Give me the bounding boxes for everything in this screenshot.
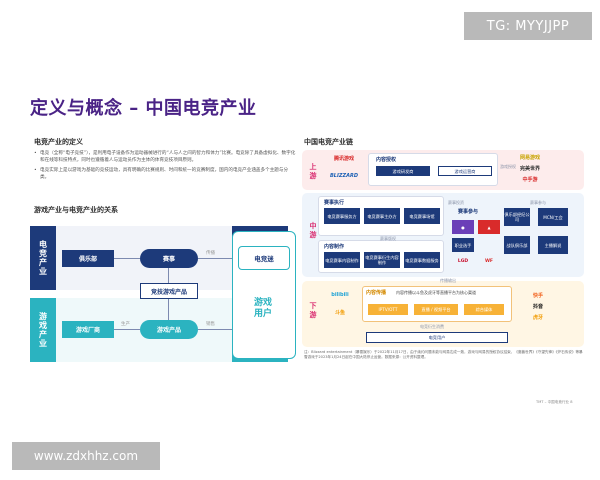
- cmge-logo: 中手游: [522, 176, 538, 183]
- media-chip: 综合媒体: [464, 304, 504, 315]
- content-spread-title: 内容传播: [366, 290, 387, 296]
- watermark-bottom: www.zdxhhz.com: [12, 442, 160, 470]
- event-exec-title: 赛事执行: [324, 200, 345, 206]
- game-product-oval: 游戏产品: [140, 320, 198, 339]
- mcn-chip: MCN/工会: [538, 208, 568, 226]
- esports-band-label: 电竞产业: [38, 240, 48, 276]
- arrow-club-event: [114, 258, 140, 259]
- esports-fans-box: 电竞迷: [238, 246, 290, 270]
- sell-label: 销售: [206, 322, 215, 327]
- arrow-maker-product: [114, 329, 140, 330]
- flow-label-invest: 赛事投资: [448, 200, 464, 205]
- flow-label-output: 传播输出: [440, 278, 456, 283]
- bilibili-logo: bilibili: [331, 292, 349, 298]
- definition-item: 电竞（全称“电子竞技”），是利用电子设备作为运动器械进行的“人与人之间的智力和体…: [34, 150, 296, 164]
- upstream-label: 上游: [309, 163, 317, 180]
- club-chip: 战队俱乐部: [504, 236, 530, 254]
- wf-logo: WF: [484, 258, 494, 264]
- arrow-event-fans: [198, 258, 238, 259]
- produce-label: 生产: [121, 322, 130, 327]
- definition-item: 电竞实际上是以游戏为基础的竞技运动，具有明确的比赛规则、时间和统一的竞赛制度，国…: [34, 167, 296, 181]
- huya-logo: 虎牙: [532, 314, 543, 321]
- live-video-chip: 直播 / 视频平台: [414, 304, 458, 315]
- participants-title: 赛事参与: [458, 209, 479, 215]
- spread-label: 传播: [206, 251, 215, 256]
- content-spread-desc: 内容传播以斗鱼及虎牙等直播平台为核心渠道: [396, 290, 476, 295]
- game-maker-box: 游戏厂商: [62, 321, 114, 338]
- event-oval: 赛事: [140, 249, 198, 268]
- netease-logo: 网易游戏: [519, 154, 540, 161]
- streamer-chip: 主播解说: [538, 236, 568, 254]
- game-ops-chip: 游戏运营商: [438, 166, 492, 176]
- flow-label-auth: 游戏授权: [500, 164, 516, 169]
- relation-heading: 游戏产业与电竞产业的关系: [34, 206, 118, 214]
- downstream-label: 下游: [309, 302, 317, 319]
- blizzard-logo: BLIZZARD: [330, 173, 358, 179]
- team-logo-2: ▲: [478, 220, 500, 234]
- kuaishou-logo: 快手: [532, 292, 543, 299]
- player-chip: 职业选手: [452, 238, 474, 252]
- footnote: 注：Blizzard entertainment（暴雪娱乐）于2022年11月1…: [304, 350, 583, 360]
- douyu-logo: 斗鱼: [334, 309, 345, 316]
- chain-heading: 中国电竞产业链: [304, 138, 353, 146]
- arrow-competitive-product: [168, 299, 169, 320]
- agency-chip: 俱乐部经纪公司: [504, 208, 530, 226]
- event-exec-item-1: 电竞赛事服务方: [324, 208, 360, 224]
- content-prod-title: 内容制作: [324, 244, 345, 250]
- club-box: 俱乐部: [62, 250, 114, 267]
- esports-users-chip: 电竞用户: [366, 332, 508, 343]
- page-number: TMT – 中国电竞行业 8: [536, 400, 573, 404]
- definition-heading: 电竞产业的定义: [34, 138, 83, 146]
- tencent-games-logo: 腾讯游戏: [333, 155, 354, 162]
- page-title: 定义与概念 – 中国电竞产业: [30, 98, 257, 119]
- flow-label-participate: 赛事参与: [530, 200, 546, 205]
- event-exec-item-3: 电竞赛事场馆: [404, 208, 440, 224]
- douyin-logo: 抖音: [532, 303, 543, 310]
- watermark-top: TG: MYYJJPP: [464, 12, 592, 40]
- content-prod-item-1: 电竞赛事内容制作: [324, 252, 360, 268]
- competitive-game-box: 竞技游戏产品: [140, 283, 198, 299]
- content-auth-title: 内容授权: [376, 157, 397, 163]
- users-container: [232, 231, 296, 359]
- arrow-event-competitive: [168, 268, 169, 283]
- perfect-world-logo: 完美世界: [519, 165, 540, 172]
- derived-label: 电竞衍生消费: [420, 324, 444, 329]
- games-band-label: 游戏产业: [38, 312, 48, 348]
- game-users-label: 游戏用户: [253, 298, 272, 319]
- definition-list: 电竞（全称“电子竞技”），是利用电子设备作为运动器械进行的“人与人之间的智力和体…: [34, 150, 296, 184]
- content-prod-item-2: 电竞赛事衍生内容制作: [364, 252, 400, 268]
- event-exec-item-2: 电竞赛事主办方: [364, 208, 400, 224]
- iptv-chip: IPTV/OTT: [368, 304, 408, 315]
- team-logo-1: ●: [452, 220, 474, 234]
- midstream-label: 中游: [309, 222, 317, 239]
- content-prod-item-3: 电竞赛事数据服务: [404, 252, 440, 268]
- game-dev-chip: 游戏研发商: [376, 166, 430, 176]
- lgd-logo: LGD: [457, 258, 469, 264]
- arrow-product-users: [198, 329, 238, 330]
- flow-label-copyright: 赛事版权: [380, 236, 396, 241]
